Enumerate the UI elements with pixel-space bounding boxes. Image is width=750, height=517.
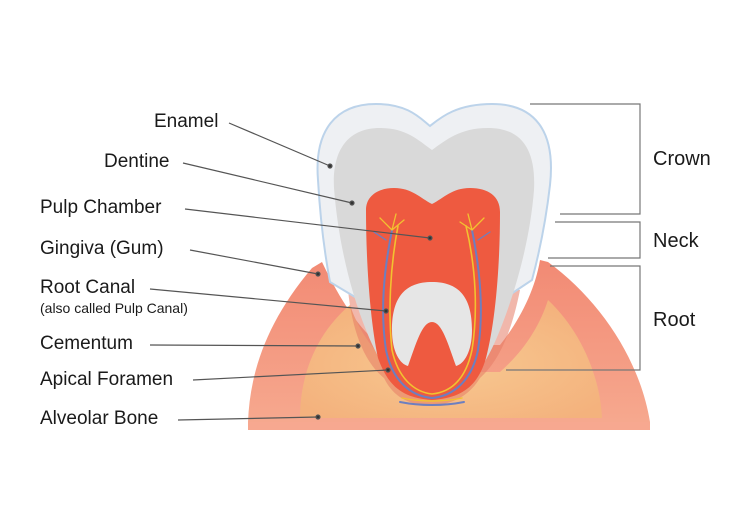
label-neck: Neck xyxy=(653,230,699,252)
crown-bracket xyxy=(530,103,641,215)
root-bracket xyxy=(506,265,641,371)
nerves-and-vessels xyxy=(373,213,491,406)
label-crown: Crown xyxy=(653,148,711,170)
label-dentine: Dentine xyxy=(104,151,170,172)
label-alveolar-bone: Alveolar Bone xyxy=(40,408,159,429)
neck-bracket xyxy=(548,221,641,259)
label-cementum: Cementum xyxy=(40,333,133,354)
label-root: Root xyxy=(653,309,696,331)
label-apical-foramen: Apical Foramen xyxy=(40,369,174,390)
label-root-canal: Root Canal xyxy=(40,277,136,298)
label-gingiva: Gingiva (Gum) xyxy=(40,238,164,259)
leader-lines xyxy=(149,122,433,421)
label-pulp-chamber: Pulp Chamber xyxy=(40,197,162,218)
label-enamel: Enamel xyxy=(154,111,219,132)
label-root-canal-note: (also called Pulp Canal) xyxy=(40,300,188,316)
alveolar-bone-shape xyxy=(300,300,602,418)
region-brackets xyxy=(506,103,641,371)
